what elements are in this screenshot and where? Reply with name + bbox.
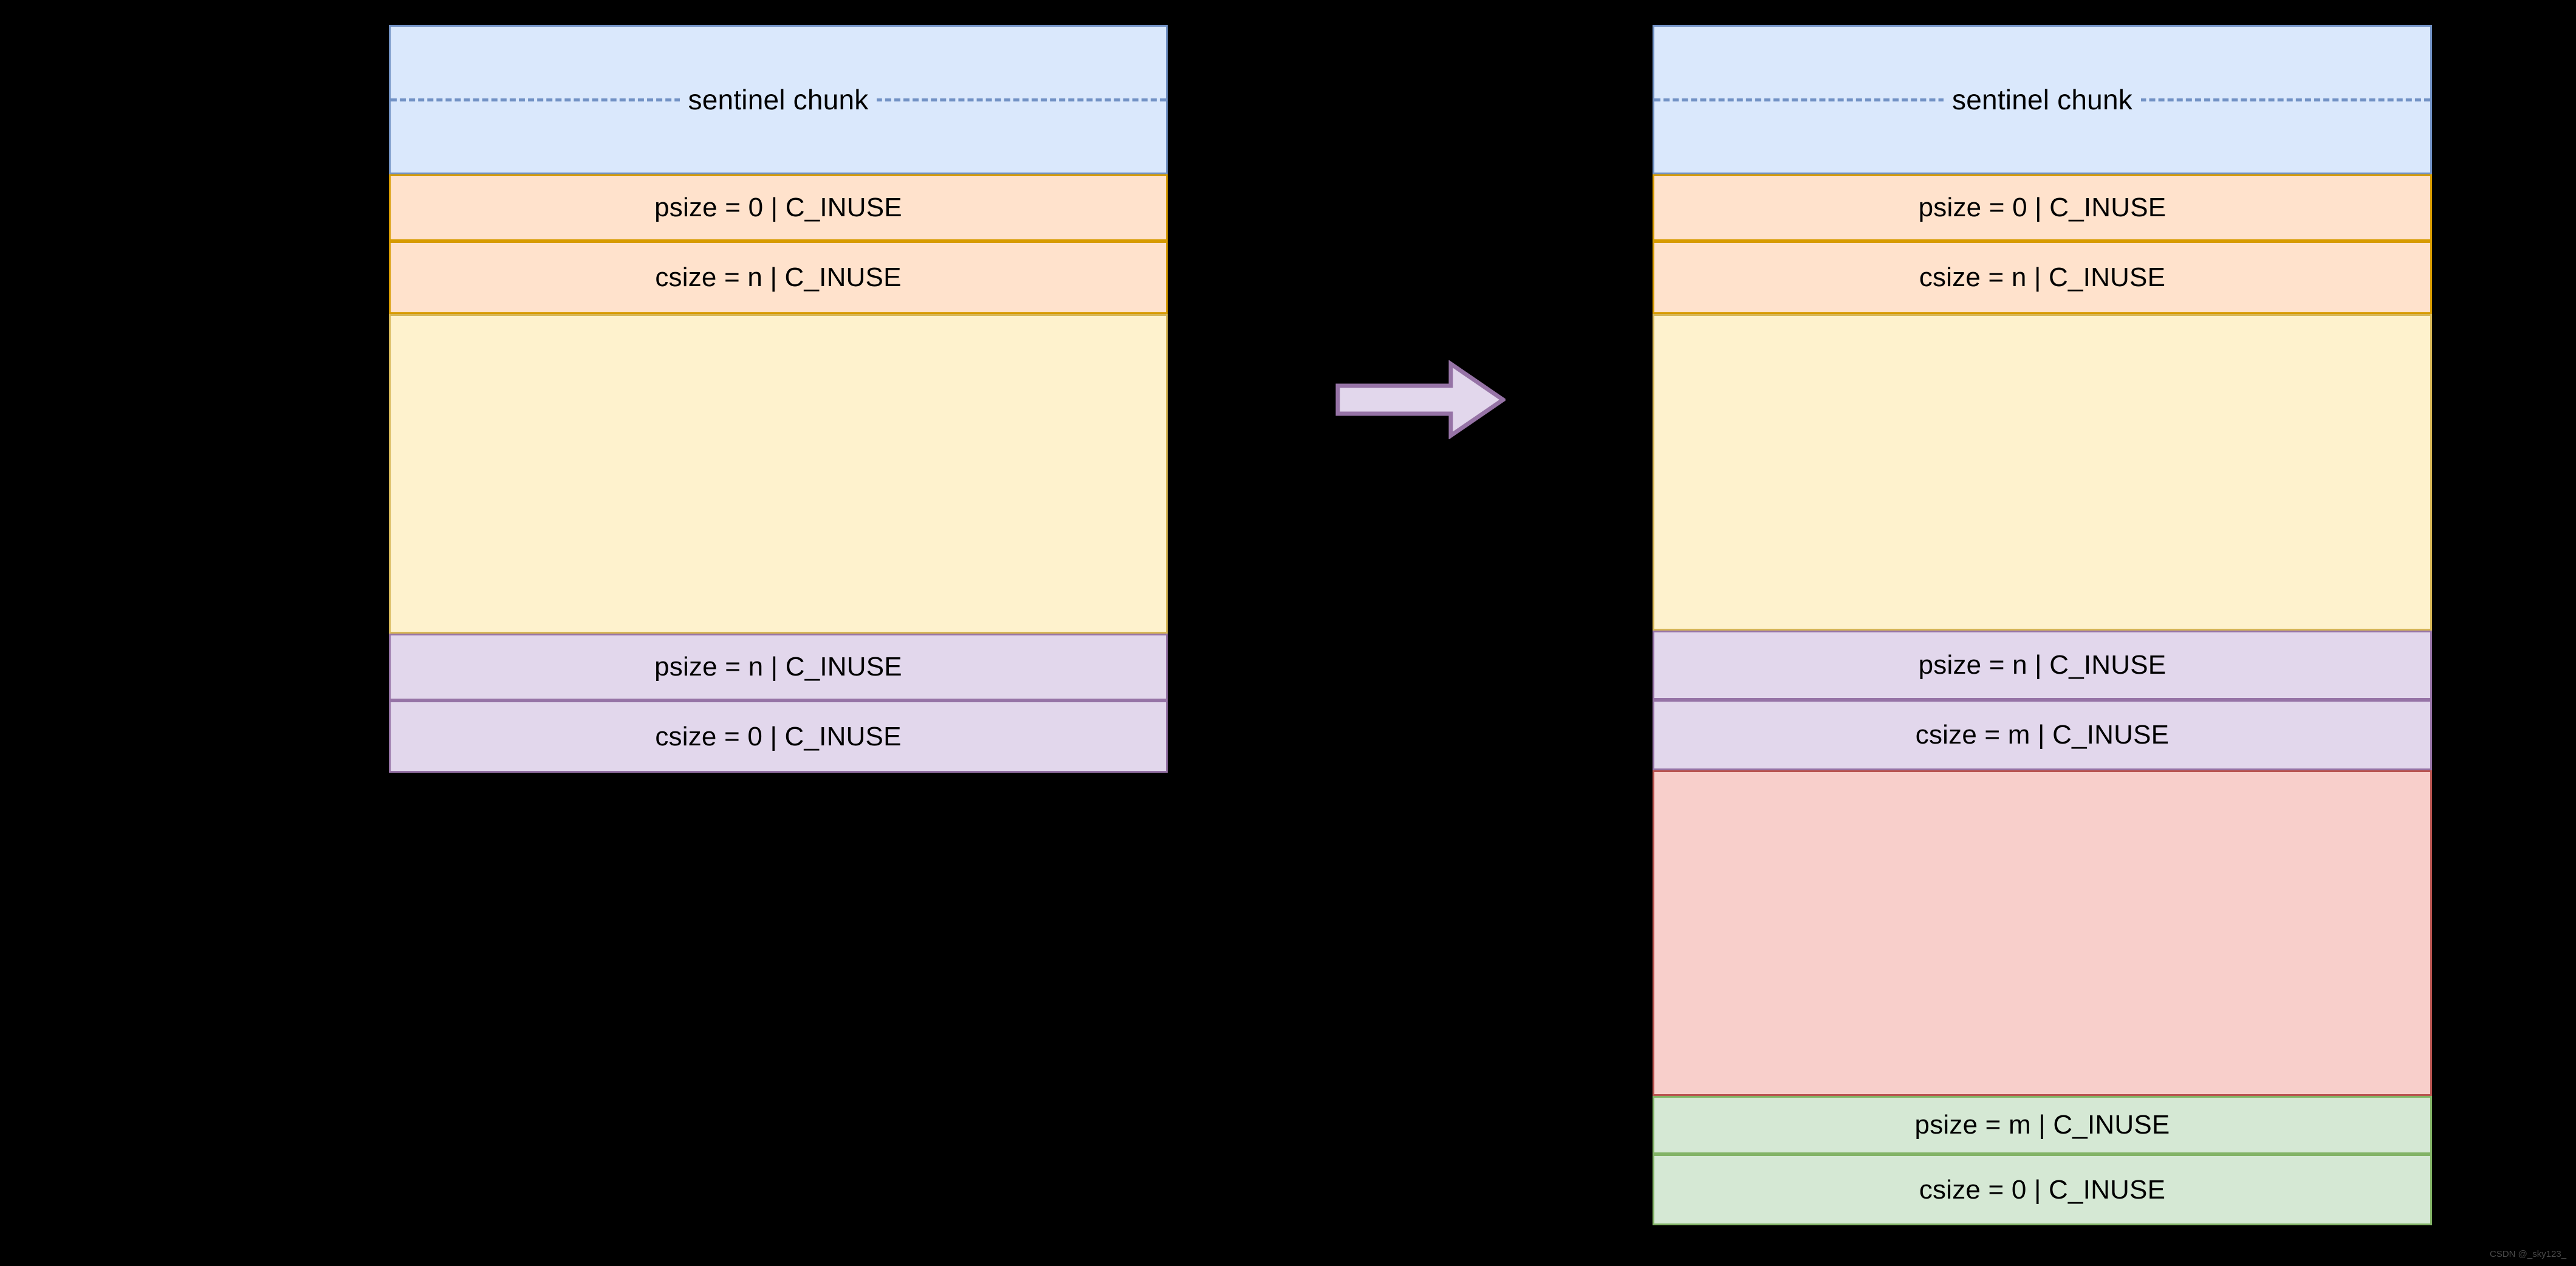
block-label: csize = 0 | C_INUSE [655, 721, 902, 751]
watermark-csdn: CSDN @_sky123_ [2490, 1249, 2567, 1259]
left-block-psize-n: psize = n | C_INUSE [389, 634, 1168, 700]
right-block-user-data-n [1653, 314, 2432, 631]
right-block-sentinel: sentinel chunk [1653, 25, 2432, 174]
block-label: psize = 0 | C_INUSE [1918, 193, 2167, 222]
block-label: psize = n | C_INUSE [654, 652, 902, 682]
block-label: csize = m | C_INUSE [1915, 720, 2170, 750]
block-label: psize = n | C_INUSE [1918, 650, 2167, 680]
block-label: psize = 0 | C_INUSE [654, 193, 902, 222]
sentinel-chunk-label: sentinel chunk [679, 86, 877, 114]
right-block-psize-0: psize = 0 | C_INUSE [1653, 174, 2432, 241]
block-label: csize = n | C_INUSE [655, 262, 902, 292]
sentinel-chunk-label: sentinel chunk [1944, 86, 2141, 114]
left-block-user-data-n [389, 314, 1168, 634]
block-label: psize = m | C_INUSE [1914, 1110, 2170, 1140]
right-block-psize-n: psize = n | C_INUSE [1653, 631, 2432, 700]
right-block-csize-0: csize = 0 | C_INUSE [1653, 1154, 2432, 1225]
left-block-csize-n: csize = n | C_INUSE [389, 241, 1168, 314]
right-block-csize-m: csize = m | C_INUSE [1653, 700, 2432, 770]
block-label: csize = 0 | C_INUSE [1919, 1174, 2166, 1205]
block-label: csize = n | C_INUSE [1919, 262, 2166, 292]
right-arrow-icon [1335, 360, 1506, 439]
left-block-psize-0: psize = 0 | C_INUSE [389, 174, 1168, 241]
right-block-csize-n: csize = n | C_INUSE [1653, 241, 2432, 314]
right-block-user-data-m [1653, 770, 2432, 1096]
right-block-psize-m: psize = m | C_INUSE [1653, 1096, 2432, 1154]
left-block-sentinel: sentinel chunk [389, 25, 1168, 174]
left-block-csize-0: csize = 0 | C_INUSE [389, 700, 1168, 773]
